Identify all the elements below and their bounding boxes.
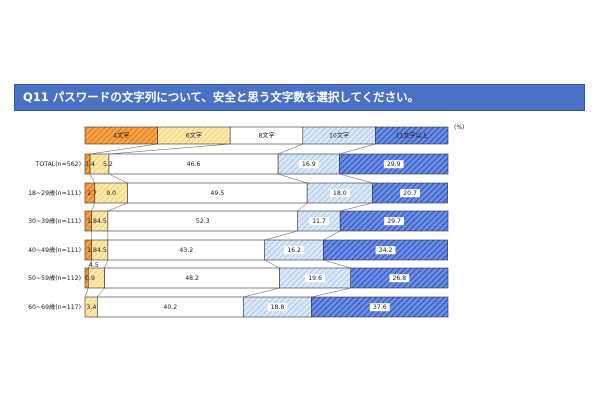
data-label: 37.6	[373, 304, 387, 311]
connector-line	[339, 173, 373, 184]
data-label-bg	[160, 303, 181, 312]
connector-line	[84, 287, 89, 298]
data-label-bg	[176, 246, 197, 255]
legend-label: 4文字	[113, 132, 129, 140]
data-label-bg	[183, 160, 204, 169]
data-label: 18.8	[270, 304, 284, 311]
connector-line	[278, 173, 308, 184]
data-label: 16.9	[302, 161, 316, 168]
data-label: 3.4	[86, 304, 96, 311]
connector-line	[89, 173, 96, 184]
data-label: 18.0	[333, 190, 347, 197]
data-label-bg	[305, 274, 326, 283]
data-label: 4.5	[97, 247, 107, 254]
data-label-bg	[309, 217, 329, 226]
connector-line	[278, 143, 303, 155]
data-label: 46.6	[187, 161, 201, 168]
connector-line	[264, 230, 298, 241]
legend-label: 10文字	[329, 132, 349, 140]
data-label: 2.7	[87, 190, 97, 197]
data-label: 9.0	[106, 190, 116, 197]
data-label: 43.2	[179, 247, 193, 254]
data-label-bg	[298, 160, 319, 169]
data-label: 49.5	[210, 190, 224, 197]
data-label: 1.8	[87, 247, 97, 254]
data-label-bg	[207, 189, 228, 198]
connector-line	[340, 202, 373, 212]
data-label: 1.8	[87, 218, 97, 225]
data-label-bg	[329, 189, 350, 198]
category-label: TOTAL(n=562)	[35, 161, 81, 168]
connector-line	[108, 173, 128, 184]
category-label: 18~29歳(n=111)	[28, 189, 81, 197]
data-label: 0.9	[85, 275, 95, 282]
category-label: 30~39歳(n=111)	[28, 217, 81, 225]
data-label: 4.5	[89, 262, 99, 269]
unit-label: (%)	[454, 124, 464, 131]
category-label: 60~69歳(n=117)	[28, 303, 81, 311]
data-label-bg	[284, 246, 304, 255]
data-label: 1.4	[85, 161, 95, 168]
connector-line	[311, 287, 351, 298]
connector-line	[97, 287, 105, 298]
data-label-bg	[182, 274, 202, 283]
data-label: 34.2	[379, 247, 393, 254]
connector-line	[339, 143, 376, 155]
connector-line	[90, 143, 158, 155]
data-label-bg	[375, 246, 396, 255]
data-label-bg	[384, 217, 404, 226]
legend-label: 11文字以上	[395, 132, 428, 140]
data-label: 29.7	[387, 218, 401, 225]
data-label: 29.9	[387, 161, 401, 168]
data-label-bg	[383, 160, 404, 169]
data-label: 52.3	[196, 218, 210, 225]
connector-line	[243, 287, 280, 298]
data-label-bg	[389, 274, 410, 283]
data-label-bg	[192, 217, 213, 226]
category-label: 50~59歳(n=112)	[28, 274, 81, 282]
data-label: 5.2	[103, 161, 113, 168]
data-label: 40.2	[163, 304, 177, 311]
legend-label: 6文字	[186, 132, 202, 140]
data-label: 11.7	[312, 218, 326, 225]
connector-line	[108, 143, 231, 155]
data-label-bg	[267, 303, 288, 312]
data-label: 4.5	[97, 218, 107, 225]
legend-label: 8文字	[258, 132, 274, 140]
connector-line	[91, 202, 96, 212]
question-title: Q11 パスワードの文字列について、安全と思う文字数を選択してください。	[14, 84, 585, 111]
category-label: 40~49歳(n=111)	[28, 246, 81, 254]
data-label: 19.6	[308, 275, 322, 282]
data-label: 48.2	[185, 275, 199, 282]
connector-line	[323, 259, 351, 269]
connector-line	[107, 202, 128, 212]
connector-line	[323, 230, 341, 241]
data-label-bg	[400, 189, 420, 198]
connector-line	[264, 259, 280, 269]
data-label: 26.8	[392, 275, 406, 282]
connector-line	[297, 202, 308, 212]
data-label: 20.7	[403, 190, 417, 197]
connector-line	[104, 259, 109, 269]
legend-swatch	[375, 126, 449, 145]
data-label: 16.2	[287, 247, 301, 254]
connector-line	[88, 259, 92, 269]
data-label-bg	[369, 303, 390, 312]
